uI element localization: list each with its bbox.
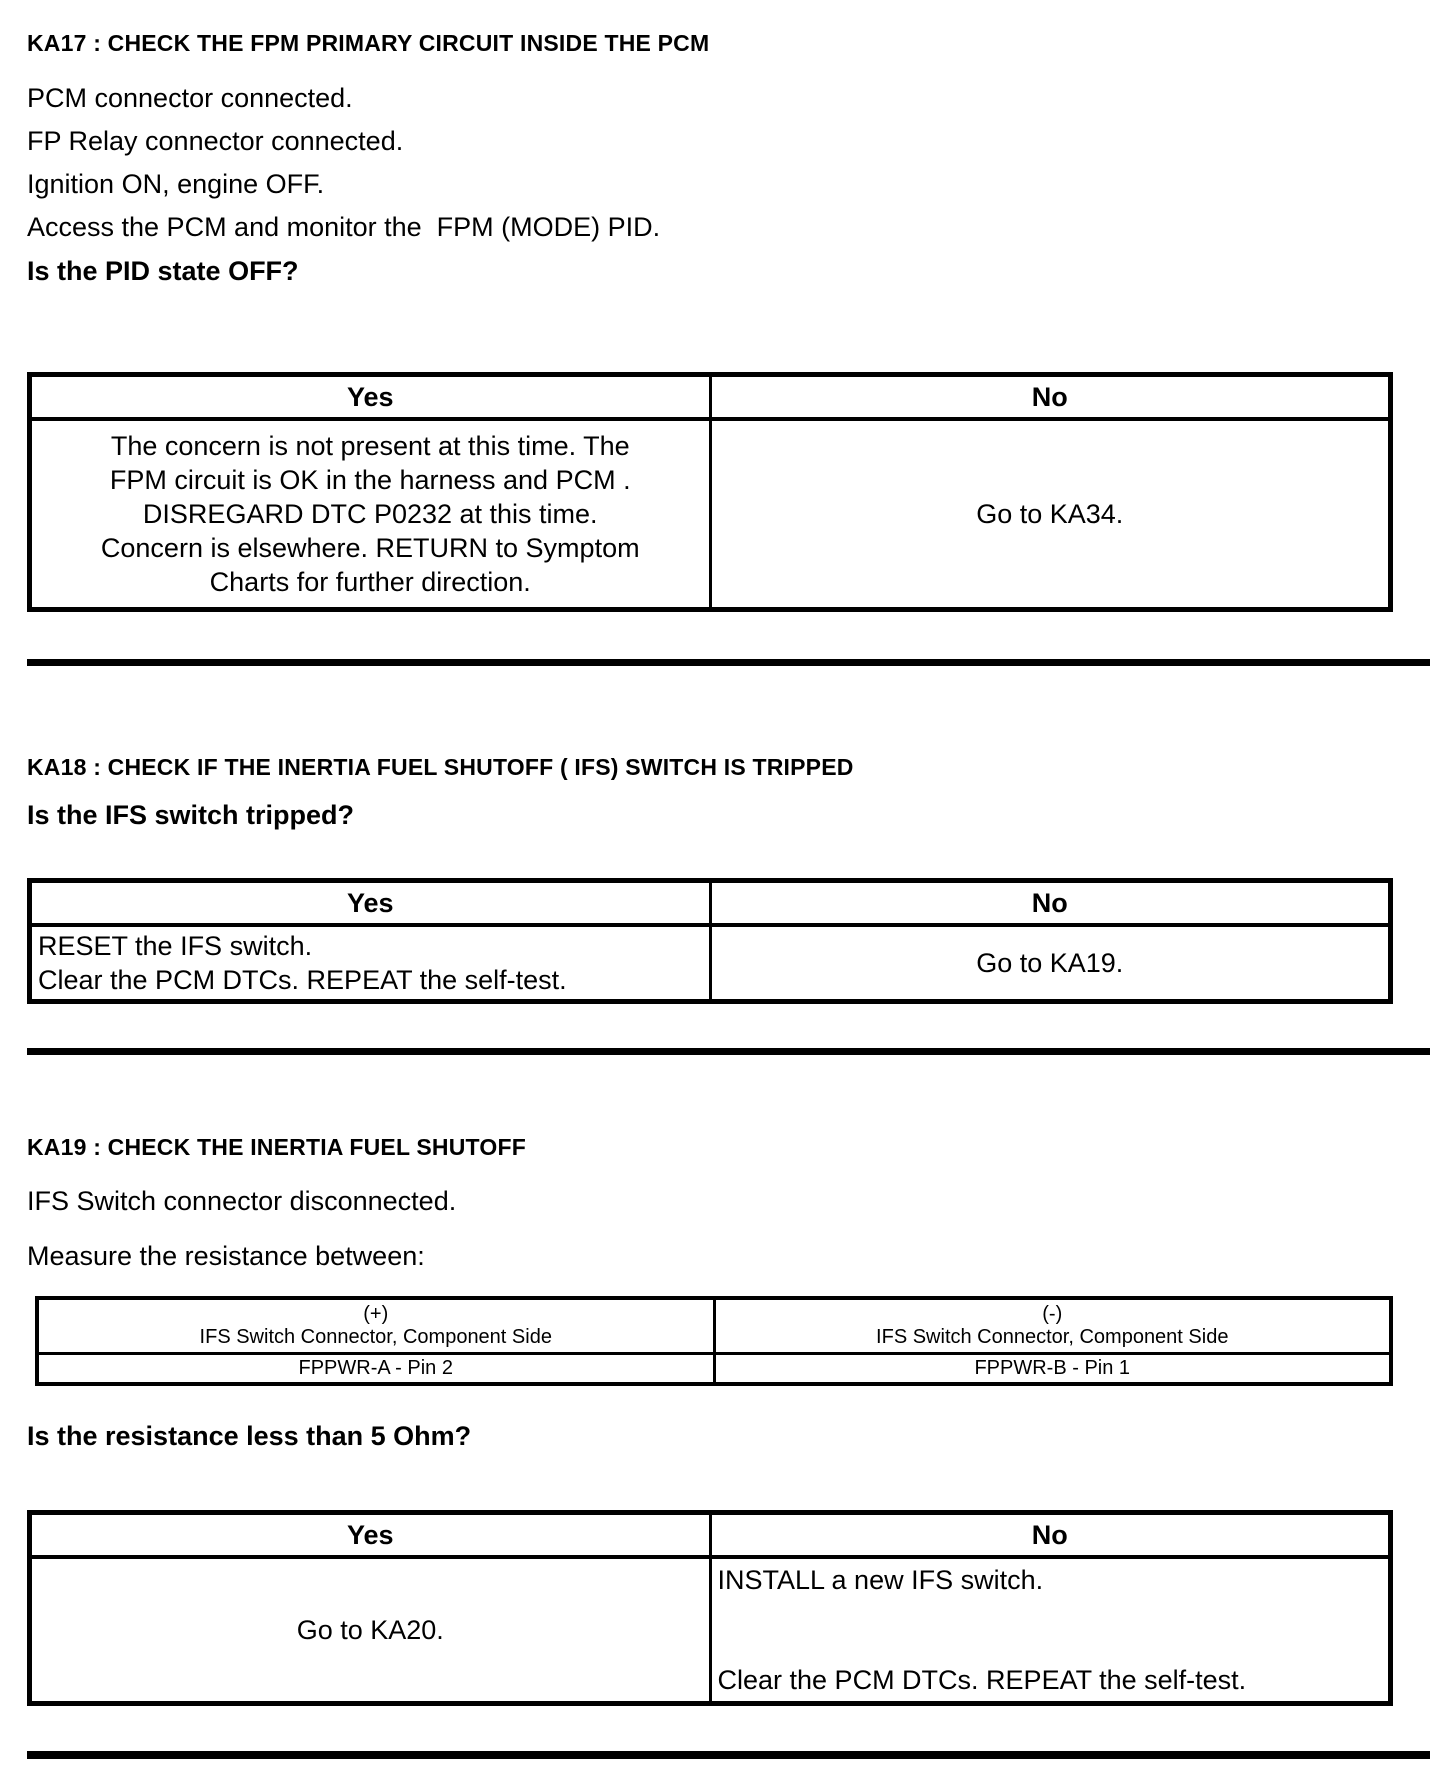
measurement-pin-table: (+) IFS Switch Connector, Component Side… [35,1296,1393,1386]
no-column-header: No [708,1511,1392,1559]
table-row: Go to KA20. INSTALL a new IFS switch. Cl… [28,1555,1392,1705]
yes-column-header: Yes [28,879,712,927]
section-divider [27,659,1430,666]
section-ka18: KA18 : CHECK IF THE INERTIA FUEL SHUTOFF… [27,754,1430,1055]
minus-header-cell: (-) IFS Switch Connector, Component Side [712,1296,1393,1355]
section-heading-ka19: KA19 : CHECK THE INERTIA FUEL SHUTOFF [27,1134,526,1160]
decision-question-ka18: Is the IFS switch tripped? [27,800,355,830]
table-header-row: (+) IFS Switch Connector, Component Side… [35,1296,1393,1355]
plus-header-cell: (+) IFS Switch Connector, Component Side [35,1296,716,1355]
yes-action-cell: Go to KA20. [28,1555,712,1705]
no-column-header: No [708,373,1392,421]
table-row: RESET the IFS switch. Clear the PCM DTCs… [28,923,1392,1003]
table-row: The concern is not present at this time.… [28,417,1392,611]
yes-column-header: Yes [28,1511,712,1559]
procedure-step: FP Relay connector connected. [27,126,404,156]
section-heading-ka18: KA18 : CHECK IF THE INERTIA FUEL SHUTOFF… [27,754,854,780]
section-ka19: KA19 : CHECK THE INERTIA FUEL SHUTOFF IF… [27,1134,1430,1759]
decision-question-ka17: Is the PID state OFF? [27,256,299,286]
table-header-row: Yes No [28,879,1392,927]
section-divider [27,1048,1430,1055]
table-header-row: Yes No [28,1511,1392,1559]
plus-pin-cell: FPPWR-A - Pin 2 [35,1352,716,1386]
no-action-cell: INSTALL a new IFS switch. Clear the PCM … [708,1555,1392,1705]
table-header-row: Yes No [28,373,1392,421]
no-column-header: No [708,879,1392,927]
decision-question-ka19: Is the resistance less than 5 Ohm? [27,1421,472,1451]
yes-action-cell: The concern is not present at this time.… [28,417,712,611]
no-action-top-line: INSTALL a new IFS switch. [717,1565,1044,1595]
decision-table-ka19: Yes No Go to KA20. INSTALL a new IFS swi… [27,1510,1393,1706]
no-action-cell: Go to KA34. [708,417,1392,611]
yes-action-cell: RESET the IFS switch. Clear the PCM DTCs… [28,923,712,1003]
yes-column-header: Yes [28,373,712,421]
section-heading-ka17: KA17 : CHECK THE FPM PRIMARY CIRCUIT INS… [27,30,710,56]
section-ka17: KA17 : CHECK THE FPM PRIMARY CIRCUIT INS… [27,30,1430,666]
minus-pin-cell: FPPWR-B - Pin 1 [712,1352,1393,1386]
procedure-step: Ignition ON, engine OFF. [27,169,325,199]
procedure-step: PCM connector connected. [27,83,353,113]
page-bottom-rule [27,1751,1430,1759]
decision-table-ka17: Yes No The concern is not present at thi… [27,372,1393,612]
decision-table-ka18: Yes No RESET the IFS switch. Clear the P… [27,878,1393,1004]
procedure-step: IFS Switch connector disconnected. [27,1186,457,1216]
procedure-step: Measure the resistance between: [27,1241,425,1271]
no-action-cell: Go to KA19. [708,923,1392,1003]
procedure-step: Access the PCM and monitor the FPM (MODE… [27,212,661,242]
no-action-bottom-line: Clear the PCM DTCs. REPEAT the self-test… [717,1665,1247,1695]
table-row: FPPWR-A - Pin 2 FPPWR-B - Pin 1 [35,1352,1393,1386]
no-action-cell-content: INSTALL a new IFS switch. Clear the PCM … [718,1563,1383,1697]
